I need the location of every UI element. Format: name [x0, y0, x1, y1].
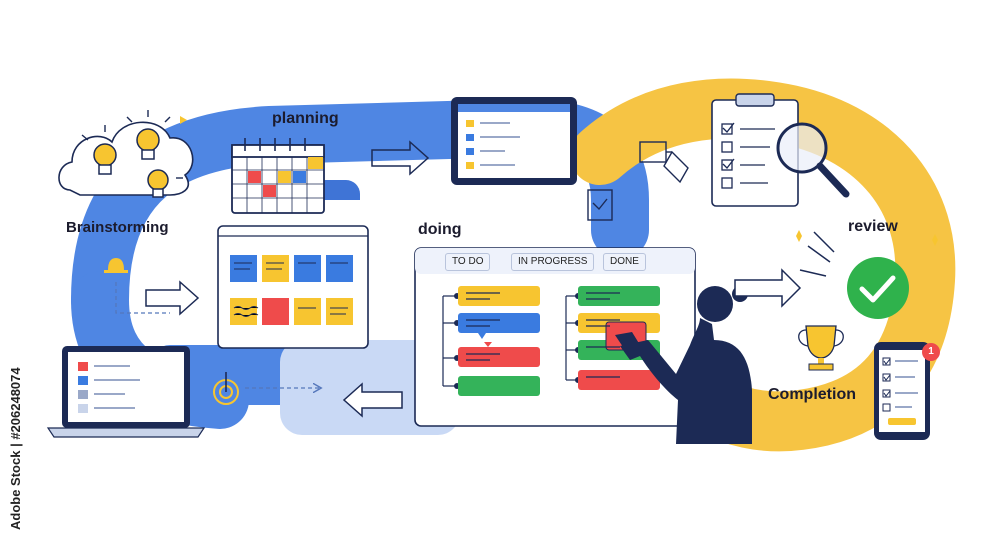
stock-id-text: Adobe Stock | #206248074 [8, 367, 23, 530]
board-column-todo: TO DO [445, 253, 491, 271]
stage-label-review: review [848, 218, 898, 235]
kanban-board-icon [414, 247, 696, 427]
dashed-connector [115, 282, 170, 314]
arrow-right-icon [734, 268, 802, 308]
arrow-right-icon [145, 280, 200, 316]
arrow-right-icon [371, 140, 430, 176]
stage-label-brainstorming: Brainstorming [66, 219, 169, 236]
stock-id-watermark: Adobe Stock | #206248074 [6, 300, 26, 530]
stage-label-completion: Completion [768, 386, 856, 403]
laptop-icon [46, 346, 206, 438]
stage-label-planning: planning [272, 110, 339, 127]
bell-icon [104, 258, 128, 273]
board-column-done: DONE [603, 253, 646, 271]
person-silhouette-icon [615, 286, 752, 444]
calendar-icon [231, 138, 325, 214]
smartphone-icon [874, 342, 930, 440]
magnifier-icon [776, 122, 850, 198]
trophy-icon [798, 325, 844, 371]
clipboard-checklist-icon [711, 93, 799, 207]
notification-badge-bg [922, 343, 940, 361]
clipboard-icon [587, 189, 613, 221]
notification-count: 1 [928, 346, 934, 357]
stage-label-doing: doing [418, 221, 462, 238]
cursor-icon [639, 141, 689, 184]
track-hole-yellow [690, 175, 865, 345]
tablet-icon [451, 97, 577, 185]
sticky-notes-board-icon [217, 225, 369, 349]
arrow-left-icon [342, 382, 403, 418]
board-column-in-progress: IN PROGRESS [511, 253, 595, 271]
touch-icon [213, 372, 239, 405]
lightbulb-cloud-icon [58, 110, 194, 198]
check-circle-icon [796, 230, 938, 319]
